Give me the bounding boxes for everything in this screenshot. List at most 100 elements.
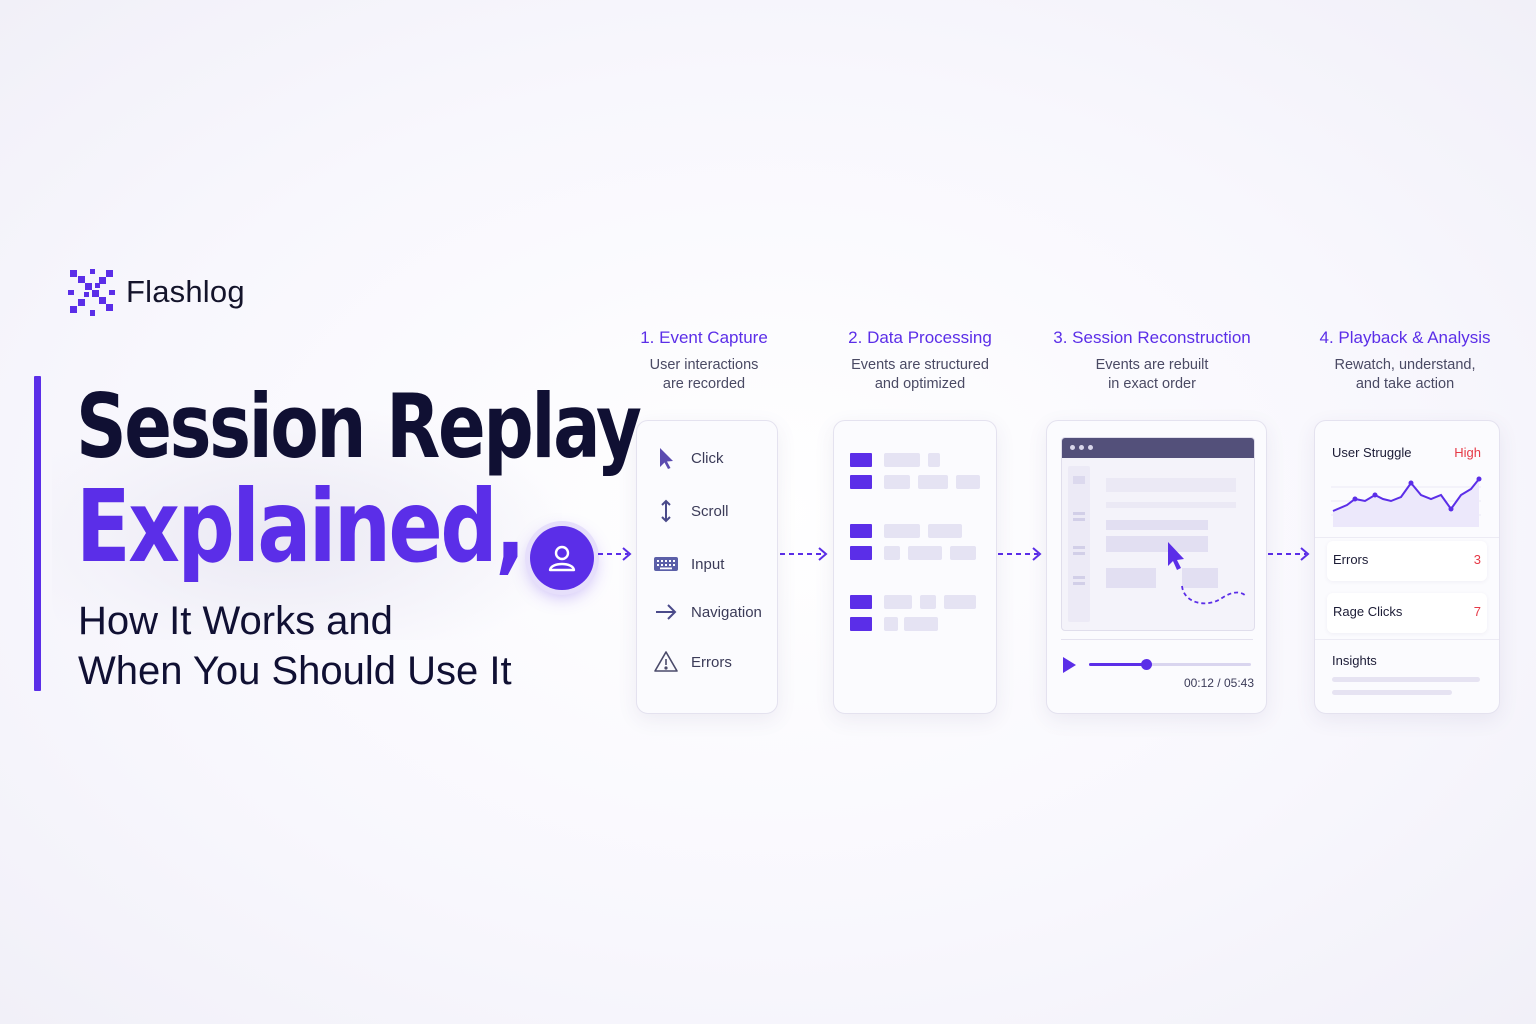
insights-label: Insights bbox=[1332, 653, 1377, 668]
data-processing-card bbox=[833, 420, 997, 714]
event-click: Click bbox=[653, 445, 724, 471]
card-divider bbox=[1315, 639, 1499, 640]
sidebar-line bbox=[1073, 552, 1085, 555]
data-bar bbox=[884, 524, 920, 538]
data-bar bbox=[884, 453, 920, 467]
flow-arrow-1 bbox=[598, 547, 632, 561]
step-1-title: 1. Event Capture bbox=[640, 328, 768, 347]
keyboard-icon bbox=[654, 557, 678, 571]
step-2-desc-2: and optimized bbox=[874, 376, 966, 392]
step-1-desc-2: are recorded bbox=[662, 376, 746, 392]
flow-arrow-4 bbox=[1268, 547, 1310, 561]
player-track[interactable] bbox=[1089, 659, 1251, 670]
content-block bbox=[1182, 568, 1218, 588]
session-reconstruction-card: 00:12 / 05:43 bbox=[1046, 420, 1267, 714]
flow-arrow-3 bbox=[998, 547, 1042, 561]
content-block bbox=[1106, 568, 1156, 588]
data-block bbox=[850, 475, 872, 489]
player-divider bbox=[1061, 639, 1253, 640]
data-bar bbox=[884, 475, 910, 489]
data-block bbox=[850, 453, 872, 467]
play-button-icon[interactable] bbox=[1061, 656, 1077, 674]
brand-logo: Flashlog bbox=[66, 266, 245, 318]
cursor-icon bbox=[660, 448, 673, 469]
player-time: 00:12 / 05:43 bbox=[1183, 676, 1254, 690]
brand-name: Flashlog bbox=[126, 274, 245, 309]
step-1-header: 1. Event Capture User interactions are r… bbox=[604, 328, 804, 394]
scroll-arrows-icon bbox=[661, 499, 671, 523]
headline-sub2: When You Should Use It bbox=[78, 649, 512, 693]
content-bar bbox=[1106, 502, 1236, 508]
rage-clicks-value: 7 bbox=[1473, 604, 1481, 619]
flashlog-logo-icon bbox=[68, 269, 115, 316]
sidebar-line bbox=[1073, 476, 1085, 484]
window-sidebar bbox=[1068, 466, 1090, 622]
reconstructed-window bbox=[1061, 437, 1255, 631]
step-3-header: 3. Session Reconstruction Events are reb… bbox=[1036, 328, 1268, 394]
event-capture-card: Click Scroll Input Navigation Errors bbox=[636, 420, 778, 714]
step-4-desc-2: and take action bbox=[1355, 376, 1455, 392]
event-label: Scroll bbox=[691, 502, 729, 520]
content-bar bbox=[1106, 478, 1236, 492]
window-dot bbox=[1088, 445, 1093, 450]
headline-line2: Explained, bbox=[76, 468, 526, 585]
warning-icon bbox=[654, 651, 678, 672]
window-dot bbox=[1079, 445, 1084, 450]
data-bar bbox=[928, 524, 962, 538]
data-bar bbox=[884, 595, 912, 609]
sidebar-line bbox=[1073, 576, 1085, 579]
content-bar bbox=[1106, 520, 1208, 530]
event-label: Click bbox=[691, 449, 724, 467]
accent-bar bbox=[34, 376, 41, 691]
event-errors: Errors bbox=[653, 649, 732, 675]
insight-line bbox=[1332, 677, 1480, 682]
event-label: Navigation bbox=[691, 603, 762, 621]
data-bar bbox=[884, 617, 898, 631]
step-3-desc-2: in exact order bbox=[1108, 376, 1196, 392]
errors-metric: Errors 3 bbox=[1327, 541, 1487, 581]
arrow-right-icon bbox=[656, 604, 677, 620]
step-4-desc-1: Rewatch, understand, bbox=[1334, 357, 1476, 373]
step-1-desc-1: User interactions bbox=[649, 357, 759, 373]
step-2-title: 2. Data Processing bbox=[848, 328, 992, 347]
sidebar-line bbox=[1073, 518, 1085, 521]
step-4-header: 4. Playback & Analysis Rewatch, understa… bbox=[1300, 328, 1510, 394]
rage-clicks-metric: Rage Clicks 7 bbox=[1327, 593, 1487, 633]
data-bar bbox=[918, 475, 948, 489]
data-bar bbox=[944, 595, 976, 609]
data-block bbox=[850, 595, 872, 609]
content-bar bbox=[1106, 536, 1208, 552]
errors-value: 3 bbox=[1473, 552, 1481, 567]
errors-label: Errors bbox=[1333, 552, 1369, 567]
sidebar-line bbox=[1073, 512, 1085, 515]
event-label: Errors bbox=[691, 653, 732, 671]
step-3-title: 3. Session Reconstruction bbox=[1053, 328, 1251, 347]
step-3-desc-1: Events are rebuilt bbox=[1095, 357, 1209, 373]
data-bar bbox=[956, 475, 980, 489]
headline-line1: Session Replay bbox=[76, 375, 642, 478]
event-label: Input bbox=[691, 555, 725, 573]
flow-arrow-2 bbox=[780, 547, 828, 561]
player-progress bbox=[1089, 663, 1146, 666]
insight-line bbox=[1332, 690, 1452, 695]
data-bar bbox=[928, 453, 940, 467]
step-2-desc-1: Events are structured bbox=[851, 357, 989, 373]
window-titlebar bbox=[1062, 438, 1254, 458]
brush-highlight bbox=[52, 410, 562, 640]
player-scrubber[interactable] bbox=[1140, 659, 1152, 670]
user-icon bbox=[548, 545, 576, 572]
data-bar bbox=[884, 546, 900, 560]
event-input: Input bbox=[653, 551, 724, 577]
data-bar bbox=[904, 617, 938, 631]
user-avatar bbox=[530, 526, 594, 590]
struggle-level: High bbox=[1454, 445, 1481, 460]
data-bar bbox=[908, 546, 942, 560]
data-block bbox=[850, 524, 872, 538]
playback-analysis-card: User Struggle High Errors 3 Rage Clicks … bbox=[1314, 420, 1500, 714]
data-block bbox=[850, 617, 872, 631]
rage-clicks-label: Rage Clicks bbox=[1333, 604, 1403, 619]
sidebar-line bbox=[1073, 582, 1085, 585]
event-scroll: Scroll bbox=[653, 498, 729, 524]
data-bar bbox=[950, 546, 976, 560]
struggle-label: User Struggle bbox=[1332, 445, 1412, 460]
